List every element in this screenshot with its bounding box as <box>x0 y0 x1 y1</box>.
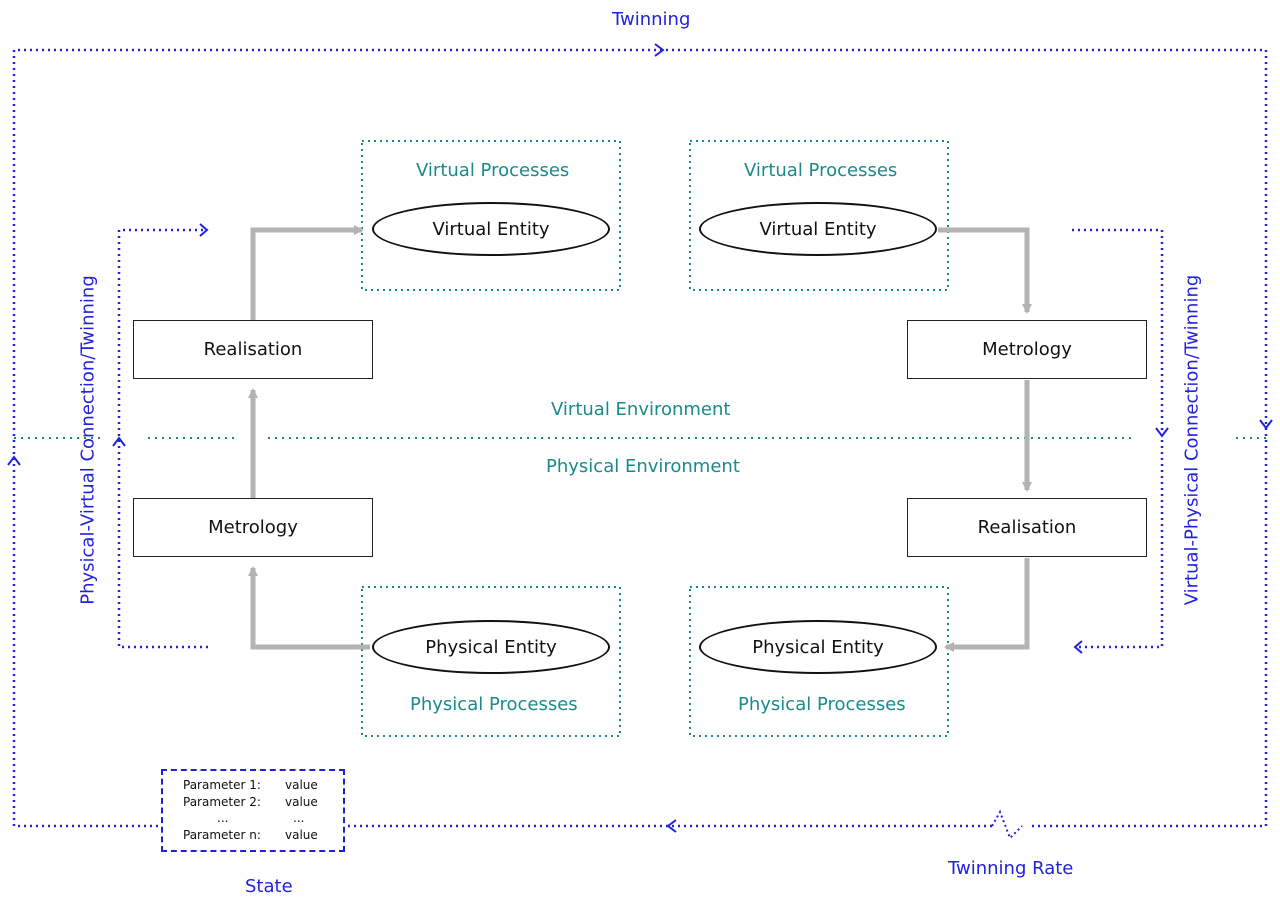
right-physical-entity-text: Physical Entity <box>752 636 884 658</box>
outer-chevrons <box>7 43 1273 833</box>
state-param-value: value <box>285 828 318 842</box>
physical-environment-label: Physical Environment <box>546 456 740 477</box>
twinning-rate-label: Twinning Rate <box>948 858 1074 879</box>
left-metrology-box: Metrology <box>133 498 373 557</box>
state-param-key: Parameter 2: <box>183 795 261 809</box>
left-realisation-text: Realisation <box>203 339 303 360</box>
right-connection-chevrons <box>1073 427 1169 654</box>
right-metrology-text: Metrology <box>982 339 1072 360</box>
state-param-key: Parameter 1: <box>183 778 261 792</box>
state-table: Parameter 1: value Parameter 2: value ..… <box>161 769 345 852</box>
right-physical-processes-label: Physical Processes <box>738 694 906 715</box>
right-flow-arrows <box>938 227 1032 652</box>
state-param-key: Parameter n: <box>183 828 261 842</box>
state-param-value: value <box>285 795 318 809</box>
right-metrology-box: Metrology <box>907 320 1147 379</box>
left-physical-entity: Physical Entity <box>372 620 610 674</box>
left-physical-processes-label: Physical Processes <box>410 694 578 715</box>
left-connection-chevrons <box>112 223 209 447</box>
state-label: State <box>245 876 293 897</box>
left-metrology-text: Metrology <box>208 517 298 538</box>
right-realisation-text: Realisation <box>977 517 1077 538</box>
virtual-environment-label: Virtual Environment <box>551 399 731 420</box>
right-virtual-processes-label: Virtual Processes <box>744 160 898 181</box>
left-virtual-entity: Virtual Entity <box>372 202 610 256</box>
state-param-value: ... <box>293 811 305 825</box>
right-virtual-entity-text: Virtual Entity <box>759 218 877 240</box>
left-realisation-box: Realisation <box>133 320 373 379</box>
outer-twinning-loop <box>12 48 1268 828</box>
right-connection-label: Virtual-Physical Connection/Twinning <box>1181 274 1203 606</box>
process-boxes <box>361 140 949 737</box>
state-param-value: value <box>285 778 318 792</box>
left-flow-arrows <box>248 225 370 650</box>
right-realisation-box: Realisation <box>907 498 1147 557</box>
state-param-key: ... <box>217 811 229 825</box>
left-connection-label: Physical-Virtual Connection/Twinning <box>77 275 99 605</box>
right-virtual-entity: Virtual Entity <box>699 202 937 256</box>
right-physical-entity: Physical Entity <box>699 620 937 674</box>
left-physical-entity-text: Physical Entity <box>425 636 557 658</box>
twinning-label: Twinning <box>612 9 691 30</box>
left-virtual-entity-text: Virtual Entity <box>432 218 550 240</box>
twinning-rate-zigzag <box>991 809 1023 840</box>
left-virtual-processes-label: Virtual Processes <box>416 160 570 181</box>
